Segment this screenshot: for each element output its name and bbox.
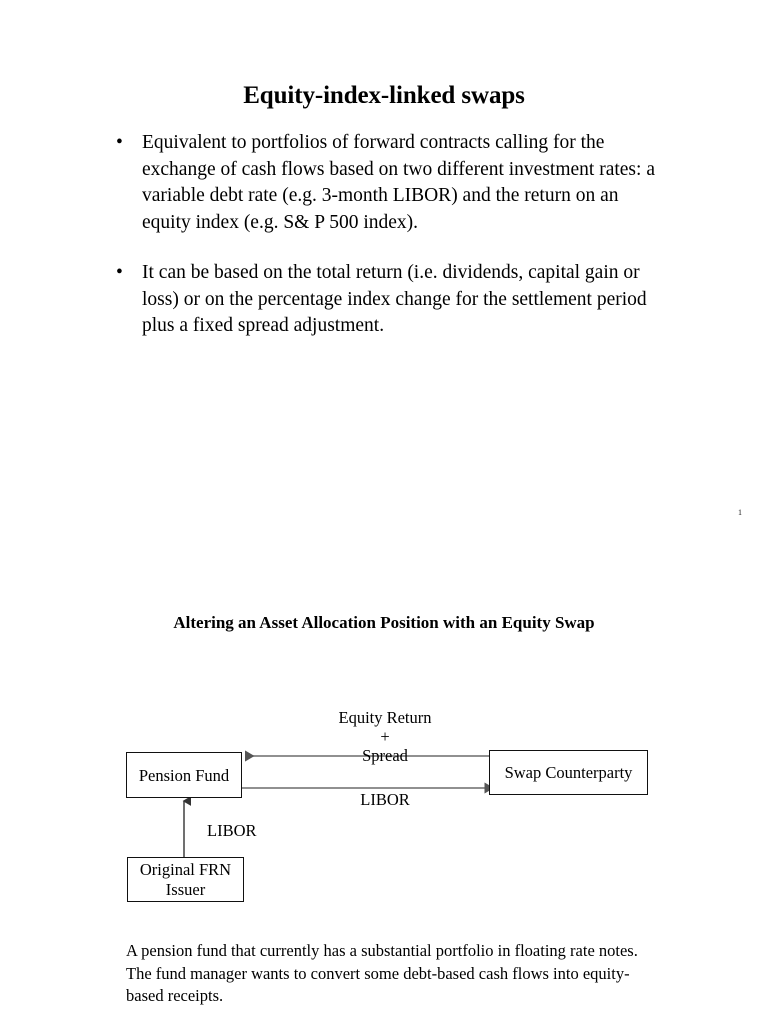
list-item-text: Equivalent to portfolios of forward cont…	[142, 132, 655, 233]
list-item-text: It can be based on the total return (i.e…	[142, 262, 647, 336]
equity-swap-diagram: Pension Fund Swap Counterparty Original …	[0, 695, 768, 915]
bullet-marker-icon: •	[116, 132, 123, 153]
diagram-connectors	[182, 750, 494, 857]
label-equity-return-line-2: +	[380, 727, 390, 746]
diagram-node-pension-fund: Pension Fund	[126, 752, 242, 798]
label-libor-horizontal: LIBOR	[360, 790, 410, 809]
label-libor-vertical: LIBOR	[207, 821, 257, 840]
label-equity-return-line-3: Spread	[362, 746, 408, 765]
list-item: • It can be based on the total return (i…	[112, 260, 660, 340]
label-equity-return-line-1: Equity Return	[338, 708, 432, 727]
bullet-marker-icon: •	[116, 262, 123, 283]
label-equity-return-spread: Equity Return + Spread	[285, 708, 485, 765]
list-item: • Equivalent to portfolios of forward co…	[112, 130, 660, 236]
diagram-node-swap-counterparty: Swap Counterparty	[489, 750, 648, 795]
bullet-list: • Equivalent to portfolios of forward co…	[112, 130, 660, 364]
page-number: 1	[738, 508, 742, 517]
section-heading: Altering an Asset Allocation Position wi…	[173, 613, 595, 632]
diagram-caption: A pension fund that currently has a subs…	[126, 941, 638, 1005]
frn-issuer-line-2: Issuer	[165, 879, 206, 899]
page-title: Equity-index-linked swaps	[243, 82, 525, 109]
frn-issuer-line-1: Original FRN	[139, 859, 232, 879]
diagram-node-original-frn-issuer: Original FRN Issuer	[127, 857, 244, 902]
